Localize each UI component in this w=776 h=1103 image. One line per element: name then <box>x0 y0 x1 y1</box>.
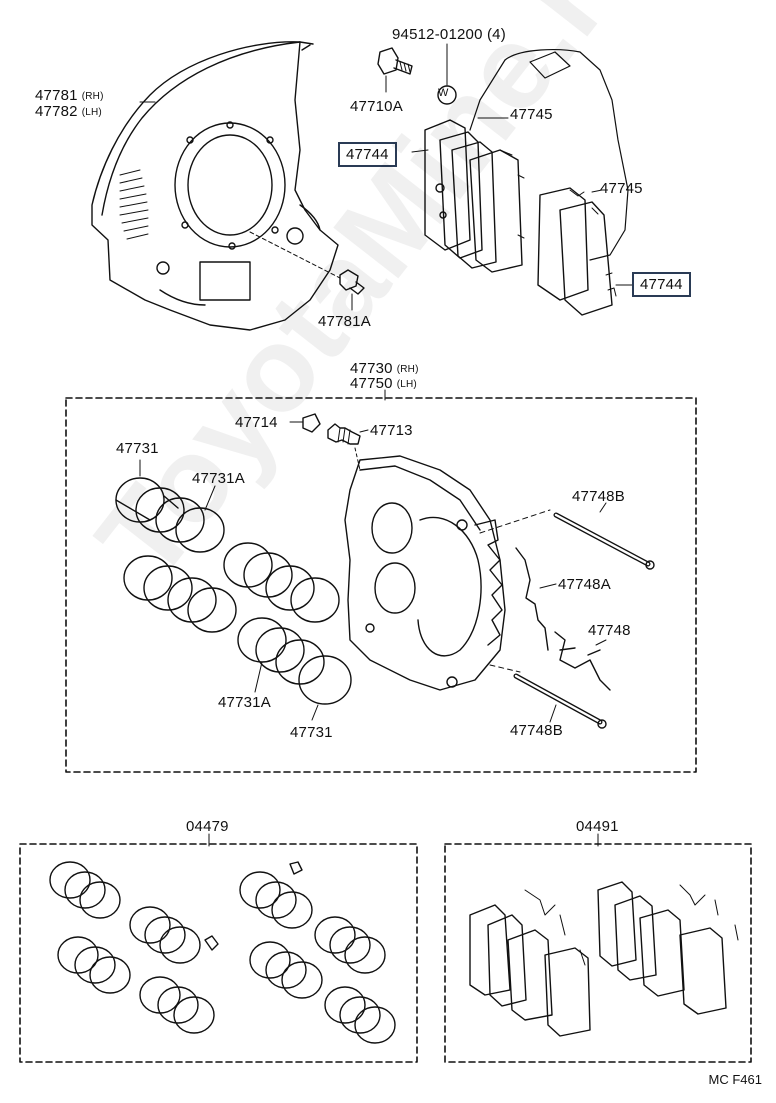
label-pin-top: 47748B <box>572 488 625 505</box>
label-clip: 47748A <box>558 576 611 593</box>
dust-shield <box>91 41 339 331</box>
steering-knuckle <box>469 49 629 261</box>
label-bolt-a: 47710A <box>350 98 403 115</box>
lh-suffix: (LH) <box>81 107 102 118</box>
label-piston-bottom: 47731 <box>290 724 333 741</box>
label-bolt-b: 47781A <box>318 313 371 330</box>
pistons-and-seals <box>115 459 352 721</box>
label-seal-kit: 04479 <box>186 818 229 835</box>
label-shim-upper: 47745 <box>510 106 553 123</box>
seal-kit-frame <box>19 843 418 1063</box>
pins-and-clips <box>513 502 655 729</box>
label-seal-bottom: 47731A <box>218 694 271 711</box>
pad-kit-contents <box>469 881 739 1037</box>
bolt-47781A <box>249 231 365 311</box>
label-caliper-rh: 47730(RH) <box>350 360 419 377</box>
label-bolt-group: 94512-01200 (4) <box>392 26 506 43</box>
caliper-rh-number: 47730 <box>350 360 393 377</box>
backing-plate-lh-number: 47782 <box>35 103 78 120</box>
label-pad-left-highlighted: 47744 <box>338 142 397 167</box>
label-spring: 47748 <box>588 622 631 639</box>
bleeder-cap <box>289 413 321 433</box>
label-seal-top: 47731A <box>192 470 245 487</box>
label-backing-plate-lh: 47782(LH) <box>35 103 102 120</box>
label-pad-kit: 04491 <box>576 818 619 835</box>
brake-pads-upper <box>411 117 525 273</box>
label-shim-right: 47745 <box>600 180 643 197</box>
caliper-lh-suffix: (LH) <box>396 379 417 390</box>
brake-pads-right <box>537 187 633 316</box>
caliper-rh-suffix: (RH) <box>396 364 419 375</box>
backing-plate-rh-number: 47781 <box>35 87 78 104</box>
bolt-47710A <box>377 47 413 93</box>
caliper-body <box>344 455 551 691</box>
caliper-lh-number: 47750 <box>350 375 393 392</box>
label-bleeder: 47713 <box>370 422 413 439</box>
caliper-assembly-frame <box>65 397 697 773</box>
label-cap: 47714 <box>235 414 278 431</box>
page-code: MC F461 <box>708 1072 762 1087</box>
label-backing-plate-rh: 47781(RH) <box>35 87 104 104</box>
pad-kit-frame <box>444 843 752 1063</box>
rh-suffix: (RH) <box>81 91 104 102</box>
label-pad-right-highlighted: 47744 <box>632 272 691 297</box>
label-piston-top: 47731 <box>116 440 159 457</box>
label-caliper-lh: 47750(LH) <box>350 375 417 392</box>
bleeder-screw <box>327 423 369 471</box>
seal-kit-contents <box>49 861 396 1044</box>
washer-symbol-label: W <box>438 87 449 99</box>
washer-symbol-icon <box>437 85 457 105</box>
label-pin-bottom: 47748B <box>510 722 563 739</box>
